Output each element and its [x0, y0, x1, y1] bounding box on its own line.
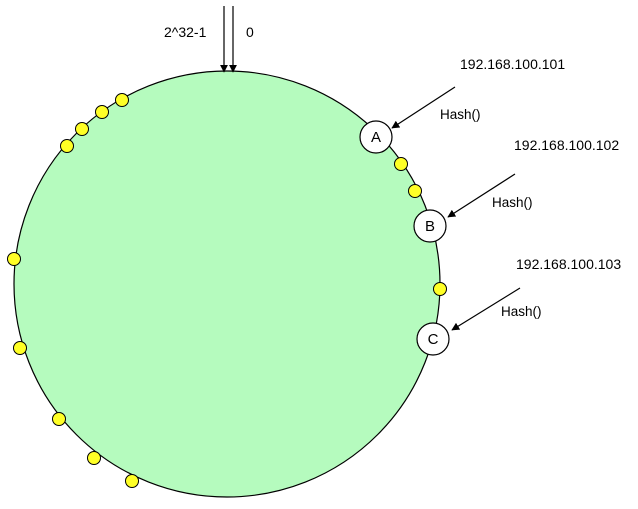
server-node-a: A 192.168.100.101 Hash() — [359, 56, 565, 154]
server-node-b: B 192.168.100.102 Hash() — [413, 137, 619, 243]
hash-arrow-c — [451, 287, 521, 331]
data-key-dot — [433, 282, 447, 296]
data-key-dot — [95, 105, 109, 119]
server-b-hash-label: Hash() — [492, 195, 533, 210]
data-key-dot — [87, 451, 101, 465]
server-a-hash-label: Hash() — [440, 107, 481, 122]
data-key-dot — [60, 139, 74, 153]
hash-arrow-b — [447, 173, 516, 218]
data-key-dot — [52, 412, 66, 426]
data-key-dot — [408, 184, 422, 198]
data-key-dot — [75, 122, 89, 136]
node-c-circle — [416, 322, 450, 356]
server-node-c: C 192.168.100.103 Hash() — [416, 256, 621, 356]
data-key-dot — [13, 341, 27, 355]
server-c-ip: 192.168.100.103 — [516, 256, 621, 272]
data-key-dot — [7, 252, 21, 266]
data-key-dot — [125, 474, 139, 488]
server-c-hash-label: Hash() — [501, 304, 542, 319]
ring-zero-label: 0 — [246, 24, 254, 40]
server-b-ip: 192.168.100.102 — [514, 137, 619, 153]
server-a-ip: 192.168.100.101 — [460, 56, 565, 72]
node-b-label: B — [425, 218, 435, 235]
hash-arrow-a — [391, 86, 456, 129]
data-key-dot — [394, 157, 408, 171]
node-c-label: C — [428, 331, 439, 348]
node-b-circle — [413, 209, 447, 243]
data-key-dot — [115, 93, 129, 107]
node-a-circle — [359, 120, 393, 154]
data-key-dots — [7, 93, 447, 488]
node-a-label: A — [371, 129, 381, 146]
ring-max-label: 2^32-1 — [164, 24, 207, 40]
